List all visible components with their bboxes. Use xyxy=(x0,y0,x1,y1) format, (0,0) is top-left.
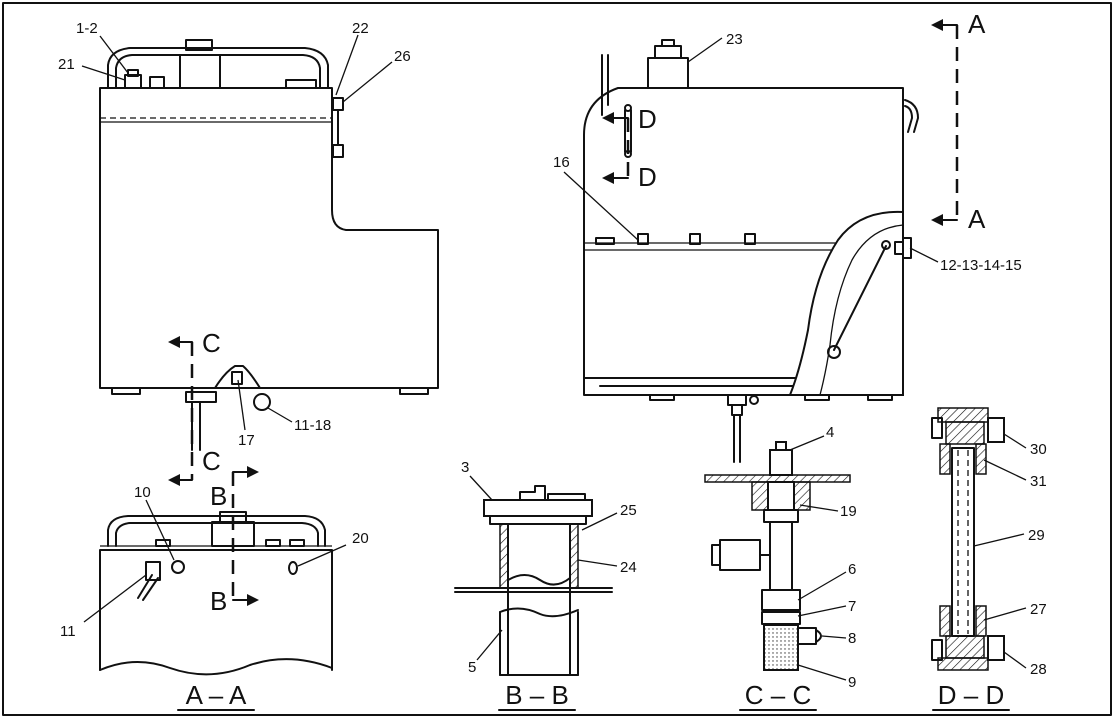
caption-a-a: A – A xyxy=(186,680,247,710)
section-captions: A – A B – B C – C D – D xyxy=(177,680,1010,711)
callout-23: 23 xyxy=(726,31,743,48)
section-marker-d-top: D xyxy=(638,104,657,134)
callout-28: 28 xyxy=(1030,661,1047,678)
section-d-d xyxy=(931,407,1005,671)
caption-b-b: B – B xyxy=(505,680,569,710)
callout-17: 17 xyxy=(238,432,255,449)
callout-11: 11 xyxy=(60,623,76,640)
leader-lines xyxy=(81,34,1027,681)
callout-20: 20 xyxy=(352,530,369,547)
callout-5: 5 xyxy=(468,659,476,676)
section-marker-d-bottom: D xyxy=(638,162,657,192)
callout-9: 9 xyxy=(848,674,856,691)
callout-7: 7 xyxy=(848,598,856,615)
callout-10: 10 xyxy=(134,484,151,501)
callout-11-18: 11-18 xyxy=(294,417,331,434)
callout-21: 21 xyxy=(58,56,75,73)
caption-d-d: D – D xyxy=(938,680,1004,710)
callout-26: 26 xyxy=(394,48,411,65)
section-marker-c-bottom: C xyxy=(202,446,221,476)
callout-27: 27 xyxy=(1030,601,1047,618)
callout-labels: 1-2 21 22 26 17 11-18 23 16 12-13-14-15 … xyxy=(58,20,1047,691)
callout-19: 19 xyxy=(840,503,857,520)
callout-31: 31 xyxy=(1030,473,1047,490)
caption-c-c: C – C xyxy=(745,680,811,710)
callout-4: 4 xyxy=(826,424,834,441)
section-marker-b-top: B xyxy=(210,481,227,511)
callout-22: 22 xyxy=(352,20,369,37)
callout-3: 3 xyxy=(461,459,469,476)
section-b-b xyxy=(454,485,613,676)
left-tank-view xyxy=(99,39,439,486)
section-c-c xyxy=(704,441,851,671)
right-tank-view xyxy=(583,19,959,463)
section-marker-a-top: A xyxy=(968,9,986,39)
callout-24: 24 xyxy=(620,559,637,576)
callout-8: 8 xyxy=(848,630,856,647)
callout-12-13-14-15: 12-13-14-15 xyxy=(940,257,1022,274)
callout-30: 30 xyxy=(1030,441,1047,458)
section-marker-b-bottom: B xyxy=(210,586,227,616)
section-marker-letters: A A C C B B D D xyxy=(202,9,986,616)
callout-29: 29 xyxy=(1028,527,1045,544)
section-marker-a-bottom: A xyxy=(968,204,986,234)
section-marker-c-top: C xyxy=(202,328,221,358)
callout-16: 16 xyxy=(553,154,570,171)
callout-25: 25 xyxy=(620,502,637,519)
callout-1-2: 1-2 xyxy=(76,20,98,37)
callout-6: 6 xyxy=(848,561,856,578)
